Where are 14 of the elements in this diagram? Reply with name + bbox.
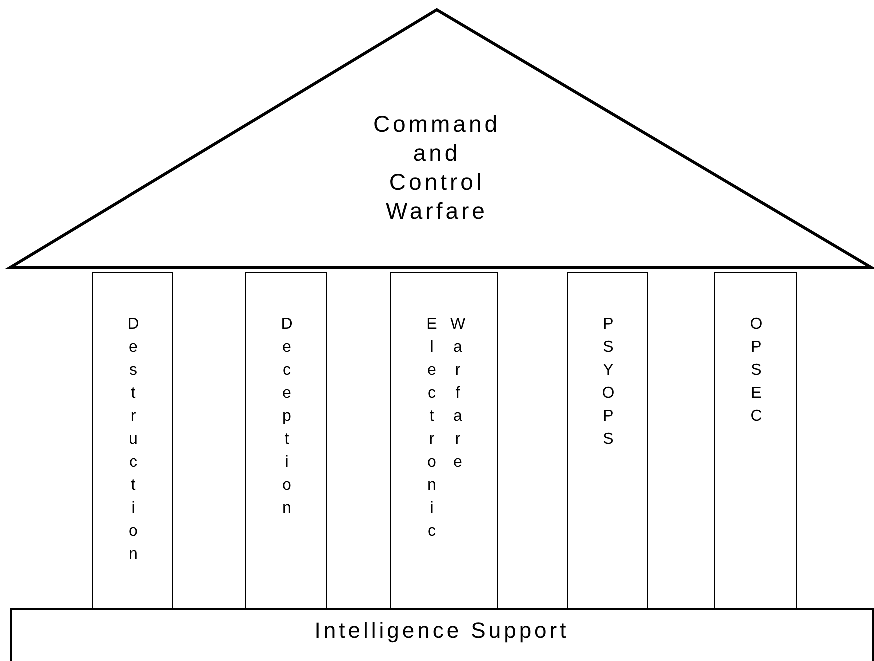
foundation-bar bbox=[10, 608, 874, 661]
pillar-label: Electronic bbox=[426, 315, 438, 542]
pillar bbox=[92, 272, 173, 609]
pillar bbox=[567, 272, 648, 609]
pillar-label: PSYOPS bbox=[601, 315, 616, 450]
foundation-label: Intelligence Support bbox=[314, 618, 570, 644]
pillar-label: Destruction bbox=[126, 315, 140, 565]
pillar bbox=[714, 272, 797, 609]
pillar-label: Warfare bbox=[450, 315, 466, 473]
pillar bbox=[245, 272, 327, 609]
pillar-label: OPSEC bbox=[749, 315, 764, 427]
pillar bbox=[390, 272, 498, 609]
roof-label: Command and Control Warfare bbox=[372, 110, 502, 226]
pillar-label: Deception bbox=[280, 315, 294, 519]
